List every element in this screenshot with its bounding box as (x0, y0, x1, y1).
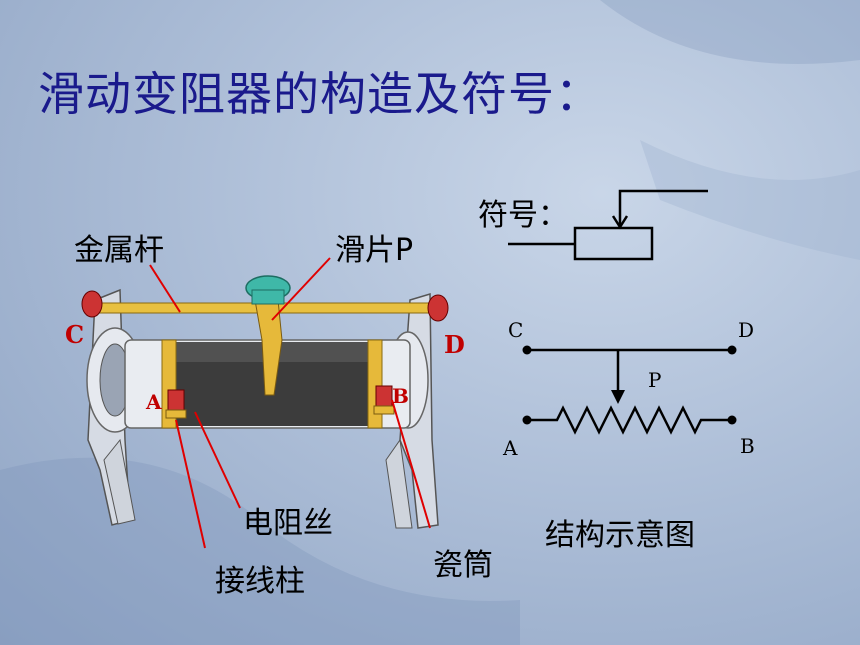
pointer-lines (149, 257, 431, 549)
schematic-c-label: C (508, 318, 524, 342)
terminal-d-label: D (444, 330, 465, 359)
terminal-a-label: A (146, 390, 162, 414)
resistance-wire-label: 电阻丝 (243, 506, 333, 541)
page-title: 滑动变阻器的构造及符号： (38, 67, 602, 121)
schematic-b-label: B (740, 434, 755, 458)
terminal-c-label: C (65, 320, 85, 349)
slider-label: 滑片P (335, 233, 414, 268)
schematic-p-label: P (648, 368, 662, 392)
metal-rod-label: 金属杆 (74, 233, 164, 268)
slider-p (245, 275, 291, 396)
terminal-post-label: 接线柱 (215, 564, 305, 599)
schematic-d-label: D (738, 318, 755, 342)
schematic-a-label: A (503, 436, 518, 460)
symbol-label: 符号： (478, 198, 568, 233)
schematic-caption: 结构示意图 (545, 518, 695, 553)
terminal-b-label: B (392, 384, 409, 408)
ceramic-tube-label: 瓷筒 (433, 548, 493, 583)
terminal-a (165, 389, 187, 419)
